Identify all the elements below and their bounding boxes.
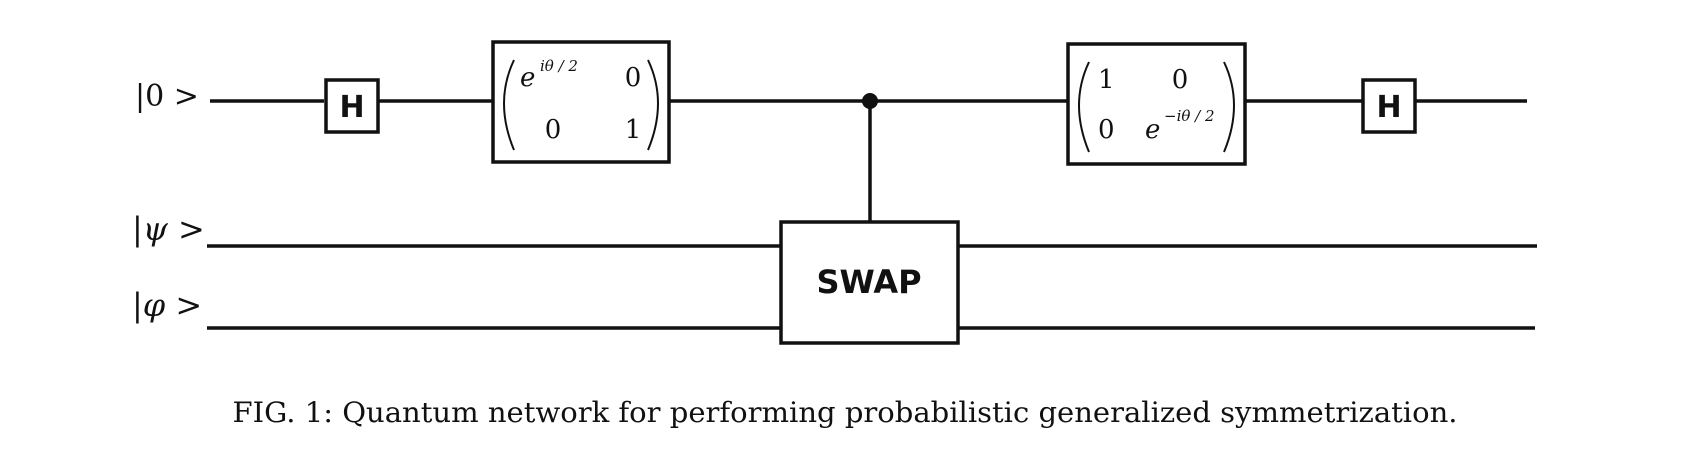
h-gate-left-label: H bbox=[339, 90, 364, 125]
phase-gate-right-m11-exponent: −iθ / 2 bbox=[1164, 107, 1215, 125]
figure-caption: FIG. 1: Quantum network for performing p… bbox=[233, 396, 1458, 429]
swap-gate bbox=[779, 220, 960, 345]
phase-gate-left-m11: 1 bbox=[625, 115, 642, 145]
phase-gate-left-m01: 0 bbox=[625, 63, 642, 93]
phase-gate-right-m00: 1 bbox=[1098, 65, 1115, 95]
phase-gate-right-m10: 0 bbox=[1098, 115, 1115, 145]
h-gate-left bbox=[324, 78, 380, 134]
qubit-label-zero: |0 > bbox=[135, 79, 199, 114]
phase-gate-left-m10: 0 bbox=[545, 115, 562, 145]
phase-gate-right-m01: 0 bbox=[1172, 65, 1189, 95]
phase-gate-left bbox=[491, 40, 671, 164]
control-dot bbox=[862, 93, 878, 109]
phase-gate-right-paren-close bbox=[1223, 61, 1235, 153]
phase-gate-right bbox=[1066, 42, 1247, 166]
h-gate-right bbox=[1361, 78, 1417, 134]
h-gate-right-label: H bbox=[1376, 90, 1401, 125]
qubit-label-psi: |ψ > bbox=[132, 210, 205, 248]
swap-gate-label: SWAP bbox=[816, 263, 921, 301]
phase-gate-left-m00-exponent: iθ / 2 bbox=[540, 57, 578, 75]
phase-gate-right-m11: e bbox=[1145, 115, 1160, 145]
phase-gate-left-m00: e bbox=[520, 63, 535, 93]
phase-gate-left-paren-close bbox=[647, 59, 659, 151]
phase-gate-right-paren-open bbox=[1078, 61, 1090, 153]
phase-gate-left-paren-open bbox=[503, 59, 515, 151]
qubit-label-phi: |φ > bbox=[132, 286, 202, 324]
